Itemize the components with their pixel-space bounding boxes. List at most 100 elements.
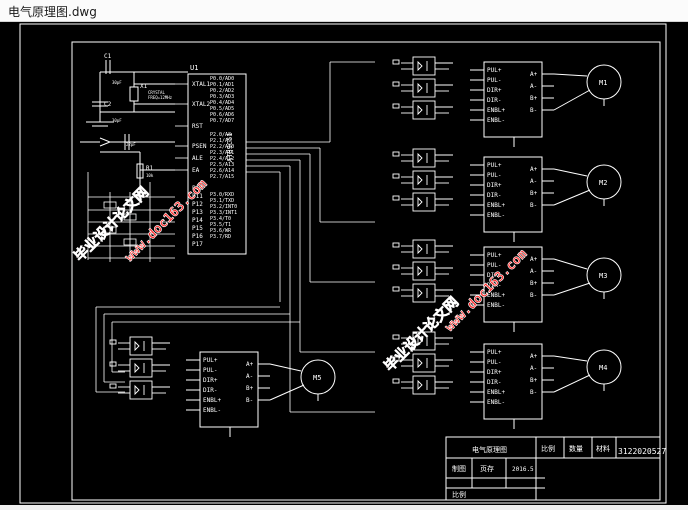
driver-pin-label: DIR+ <box>203 377 218 384</box>
driver-pin-label: B- <box>530 389 537 396</box>
mcu-pin-label: P3.7/RD <box>210 234 231 240</box>
mcu-pin-label: P0.0/AD0 <box>210 76 234 82</box>
driver-pin-label: DIR- <box>487 192 501 199</box>
title-scale-label: 比例 <box>541 444 555 453</box>
mcu-ref: U1 <box>190 64 198 72</box>
label-c2v: 30pF <box>112 118 122 123</box>
mcu-pin-label: P2.1/A9 <box>210 138 231 144</box>
driver-pin-label: ENBL+ <box>487 202 505 209</box>
title-name: 电气原理图 <box>472 445 507 454</box>
title-scale-label2: 比例 <box>452 490 466 499</box>
label-crystal: CRYSTAL <box>148 90 165 95</box>
motor-label: M4 <box>599 364 607 372</box>
mcu-pin-label: P2.4/A12 <box>210 156 234 162</box>
optocoupler <box>412 261 436 281</box>
mcu-pin-label: P3.4/T0 <box>210 216 231 222</box>
driver-pin-label: A+ <box>530 353 538 360</box>
driver-pin-label: A+ <box>530 256 538 263</box>
driver-pin-label: PUL+ <box>487 252 502 259</box>
motor-label: M5 <box>313 374 321 382</box>
driver-pin-label: DIR- <box>487 97 501 104</box>
motor-label: M1 <box>599 79 607 87</box>
driver-pin-label: ENBL+ <box>203 397 221 404</box>
driver-pin-label: PUL- <box>487 262 501 269</box>
driver-pin-label: DIR+ <box>487 369 502 376</box>
mcu-pin-label: P0.3/AD3 <box>210 94 234 100</box>
driver-pin-label: A- <box>246 373 253 380</box>
label-c1: C1 <box>104 53 112 60</box>
label-r1: R1 <box>146 165 154 172</box>
title-date: 2016.5 <box>512 466 534 473</box>
driver-pin-label: B+ <box>530 95 538 102</box>
optocoupler <box>412 78 436 98</box>
driver-pin-label: B- <box>246 397 253 404</box>
optocoupler <box>412 239 436 259</box>
window-title: 电气原理图.dwg <box>8 5 97 19</box>
optocoupler <box>412 100 436 120</box>
optocoupler <box>129 380 153 400</box>
title-qty-label: 数量 <box>569 444 583 453</box>
crystal-x1 <box>129 86 139 102</box>
mcu-pin-label: P2.7/A15 <box>210 174 234 180</box>
driver-pin-label: B- <box>530 202 537 209</box>
mcu-pin-label: P3.5/T1 <box>210 222 231 228</box>
driver-pin-label: ENBL+ <box>487 107 505 114</box>
driver-pin-label: ENBL- <box>487 117 505 124</box>
driver-pin-label: PUL- <box>487 172 501 179</box>
driver-pin-label: B+ <box>530 377 538 384</box>
driver-pin-label: A- <box>530 178 537 185</box>
mcu-pin-label: P10 <box>192 185 203 192</box>
mcu-pin-label: P0.1/AD1 <box>210 82 234 88</box>
mcu-pin-label: P2.5/A13 <box>210 162 234 168</box>
title-code: 3122020527 <box>618 447 666 456</box>
cad-canvas[interactable]: PUL+ PUL- DIR+ DIR- ENBL+ ENBL- A+ A- B+ B- PUL+ PU… <box>0 22 688 505</box>
label-c2: C2 <box>104 101 112 108</box>
driver-pin-label: DIR- <box>203 387 217 394</box>
driver-pin-label: ENBL+ <box>487 292 505 299</box>
title-material-label: 材料 <box>596 444 610 453</box>
mcu-pin-label: P17 <box>192 241 203 248</box>
mcu-pin-label: P15 <box>192 225 203 232</box>
driver-pin-label: B- <box>530 107 537 114</box>
mcu-pin-label: ALE <box>192 155 203 162</box>
label-r1v: 10k <box>146 173 154 178</box>
driver-pin-label: PUL+ <box>487 349 502 356</box>
mcu-pin-label: XTAL1 <box>192 81 210 88</box>
mcu-pin-label: XTAL2 <box>192 101 210 108</box>
optocoupler <box>412 375 436 395</box>
label-freq: FREQ=12MHz <box>148 95 173 100</box>
driver-pin-label: ENBL- <box>487 399 505 406</box>
optocoupler <box>412 353 436 373</box>
driver-pin-label: B- <box>530 292 537 299</box>
mcu-pin-label: P16 <box>192 233 203 240</box>
driver-pin-label: A- <box>530 83 537 90</box>
driver-pin-label: DIR+ <box>487 87 502 94</box>
driver-pin-label: DIR- <box>487 282 501 289</box>
motor-label: M2 <box>599 179 607 187</box>
mcu-pin-label: RST <box>192 123 203 130</box>
optocoupler <box>129 336 153 356</box>
title-draw-label: 制图 <box>452 464 466 473</box>
outer-frame <box>19 23 667 504</box>
mcu-pin-label: P0.6/AD6 <box>210 112 234 118</box>
optocoupler <box>412 170 436 190</box>
mcu-pin-label: P3.6/WR <box>210 228 232 234</box>
driver-pin-label: A+ <box>530 166 538 173</box>
schematic-drawing: PUL+ PUL- DIR+ DIR- ENBL+ ENBL- A+ A- B+ B- PUL+ PU… <box>19 23 667 504</box>
mcu-pin-label: P2.3/A11 <box>210 150 234 156</box>
mcu-pin-label: P0.5/AD5 <box>210 106 234 112</box>
mcu-pin-label: P3.1/TXD <box>210 198 234 204</box>
label-x1: X1 <box>140 83 148 90</box>
motor-label: M3 <box>599 272 607 280</box>
driver-pin-label: PUL+ <box>487 162 502 169</box>
mcu-part: AT89C51 <box>226 132 234 162</box>
driver-pin-label: A- <box>530 268 537 275</box>
driver-pin-label: PUL- <box>487 77 501 84</box>
mcu-pin-label: P0.2/AD2 <box>210 88 234 94</box>
title-block <box>445 436 661 501</box>
mcu-pin-label: P12 <box>192 201 203 208</box>
inner-frame <box>71 41 661 501</box>
optocoupler <box>412 192 436 212</box>
optocoupler <box>412 56 436 76</box>
mcu-pin-label: P2.2/A10 <box>210 144 234 150</box>
